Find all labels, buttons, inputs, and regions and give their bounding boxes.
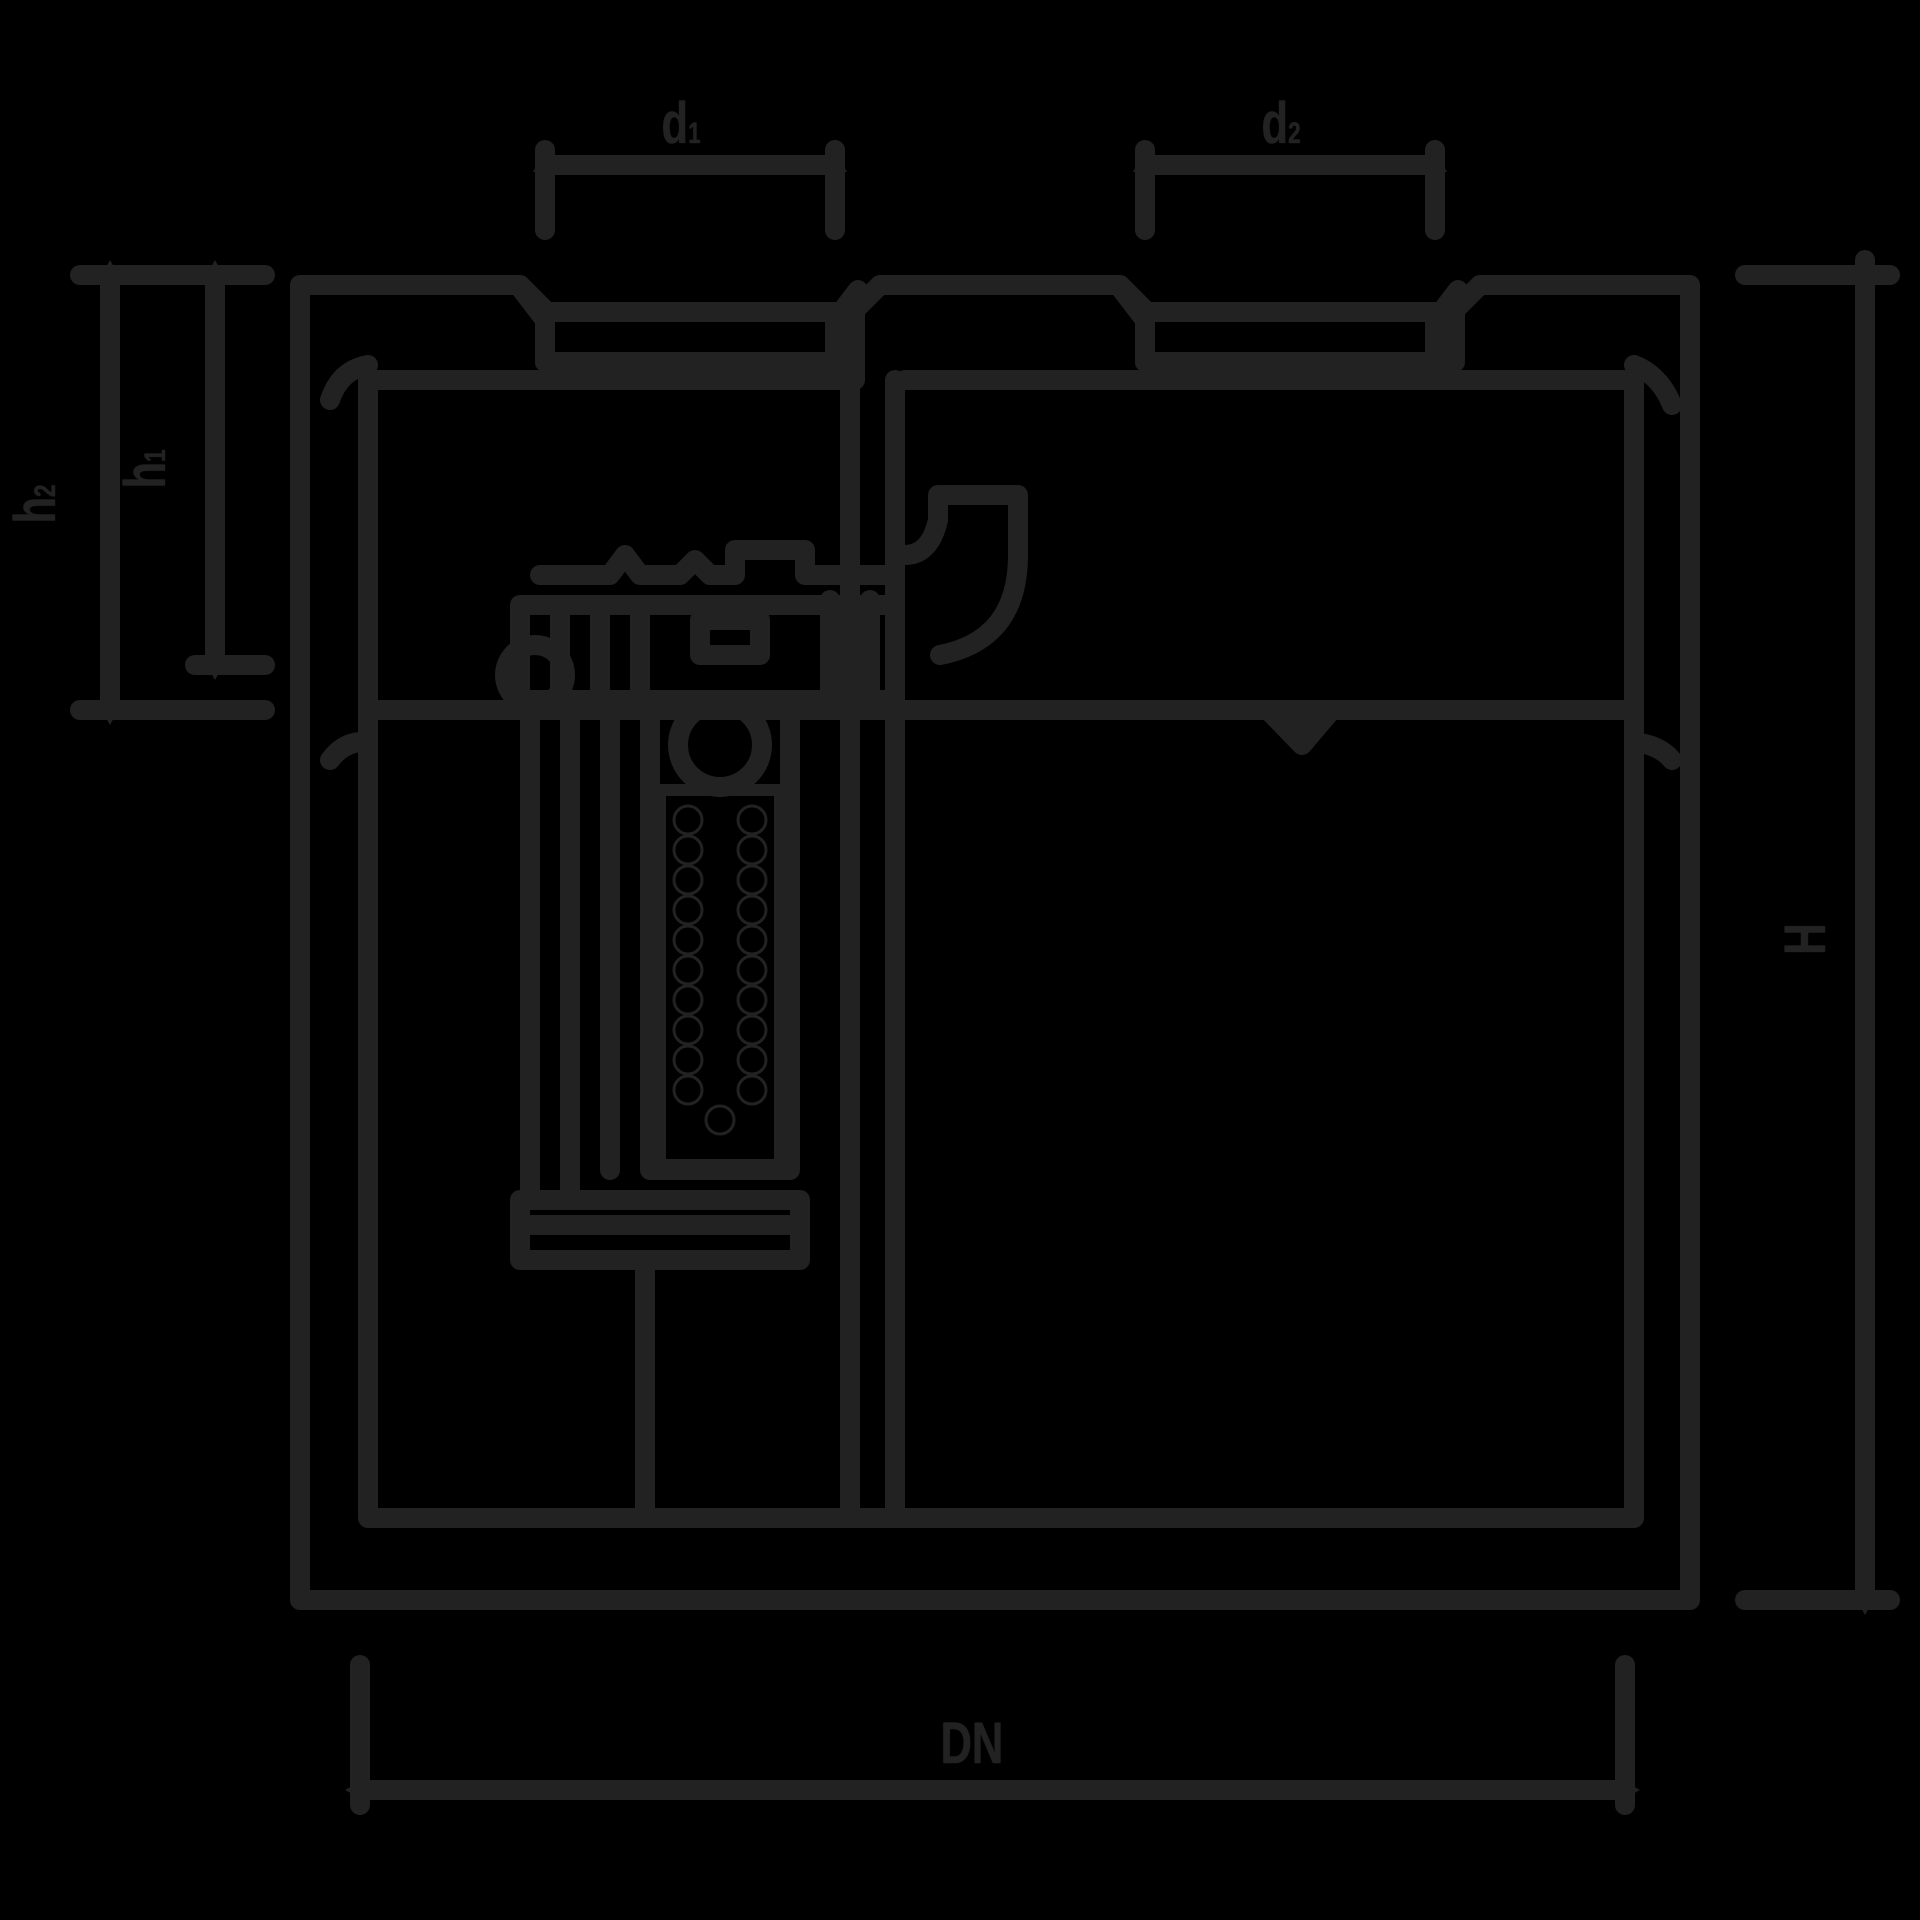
strainer xyxy=(654,784,786,1171)
water-level-marker xyxy=(1260,702,1340,755)
opening-d1 xyxy=(512,280,868,372)
dimension-label-DN: DN xyxy=(940,1711,1004,1776)
dimension-label-h2: h2 xyxy=(3,484,69,524)
dimension-label-d2: d2 xyxy=(1261,91,1301,156)
left-wall-bracket xyxy=(320,731,378,770)
dimension-label-h1: h1 xyxy=(113,449,179,489)
dimension-d1 xyxy=(535,140,845,240)
opening-d2 xyxy=(1112,280,1468,372)
outer-tank-outline xyxy=(290,275,1700,1610)
discharge-elbow xyxy=(895,485,1028,665)
pump-motor xyxy=(495,540,905,715)
dimension-h2 xyxy=(70,265,275,720)
inner-shaft-outline xyxy=(320,352,1682,1528)
dimension-DN xyxy=(350,1655,1635,1815)
dimension-label-H: H xyxy=(1772,923,1838,955)
right-wall-bracket xyxy=(1624,732,1682,770)
riser-pipe xyxy=(840,370,905,1528)
dimension-h1 xyxy=(185,265,275,675)
pump-base xyxy=(510,1190,810,1528)
dimension-d2 xyxy=(1135,140,1445,240)
dimension-label-d1: d1 xyxy=(661,91,701,156)
